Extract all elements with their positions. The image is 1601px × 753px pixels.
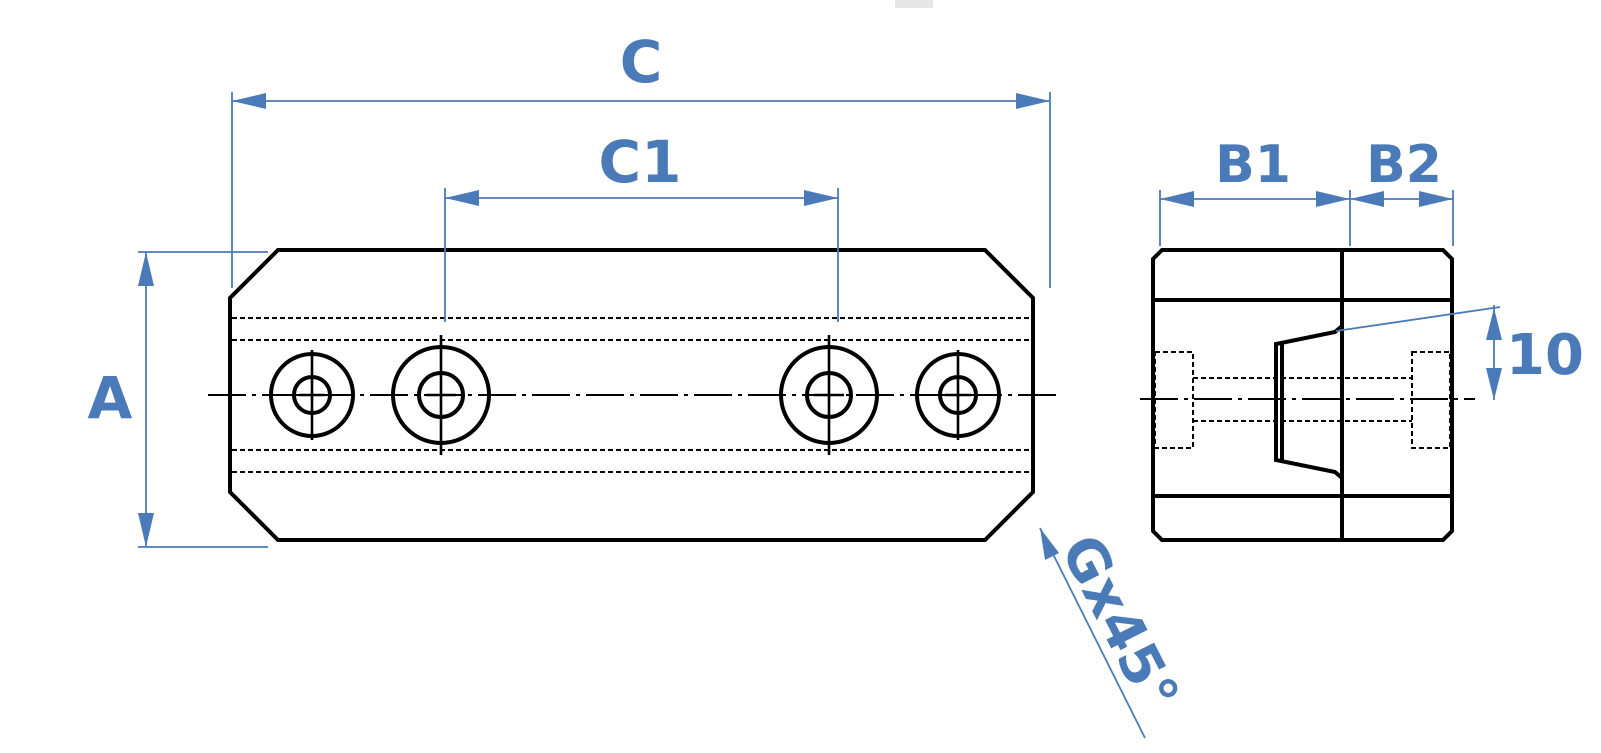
hole-3 [779, 335, 879, 455]
dim-c-arrow-left [232, 93, 266, 109]
dim-c-arrow-right [1016, 93, 1050, 109]
dim-10-arrow-top [1486, 308, 1502, 340]
dim-chamfer-label: Gx45° [1048, 525, 1191, 722]
dim-b1-arrow-right [1316, 191, 1350, 207]
dim-chamfer-arrow [1040, 528, 1059, 560]
front-view [208, 248, 1060, 542]
front-view-outline [228, 248, 1035, 542]
dim-b2-arrow-right [1419, 191, 1453, 207]
dimension-a: A [88, 251, 268, 548]
dimension-10: 10 [1335, 305, 1584, 400]
dim-a-label: A [88, 364, 133, 432]
top-artifact [895, 0, 933, 8]
dim-b2-label: B2 [1366, 135, 1442, 195]
dimension-b1-b2: B1 B2 [1159, 135, 1454, 246]
dim-c1-arrow-left [445, 190, 479, 206]
hole-1 [269, 350, 355, 440]
dim-b2-arrow-left [1350, 191, 1384, 207]
side-view-dovetail-groove [1274, 300, 1344, 496]
dimension-c1: C1 [444, 128, 839, 322]
hole-4 [915, 350, 1001, 440]
dim-a-arrow-top [138, 252, 154, 286]
dim-10-label: 10 [1506, 323, 1584, 388]
dim-b1-label: B1 [1215, 135, 1291, 195]
dim-b1-arrow-left [1160, 191, 1194, 207]
dimension-c: C [231, 28, 1051, 288]
side-view [1140, 248, 1475, 542]
dim-c1-arrow-right [804, 190, 838, 206]
dim-10-arrow-bottom [1486, 368, 1502, 400]
dimension-chamfer: Gx45° [1039, 525, 1191, 739]
dim-10-extension-top [1335, 306, 1501, 332]
dim-a-arrow-bottom [138, 513, 154, 547]
side-view-outline [1151, 248, 1454, 542]
dim-c1-label: C1 [599, 128, 682, 196]
dim-c-label: C [620, 28, 663, 96]
hole-2 [391, 335, 491, 455]
dim-chamfer-leader [1039, 527, 1146, 739]
